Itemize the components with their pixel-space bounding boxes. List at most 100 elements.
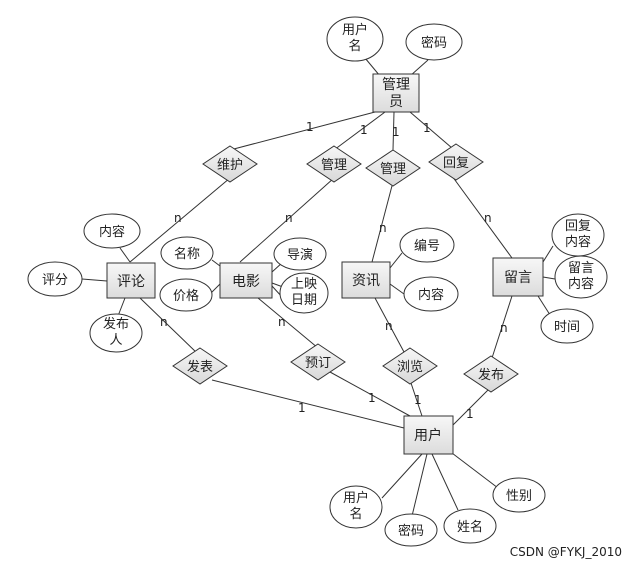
entity-admin: 管理员 [372,73,420,113]
entity-movie-text: 电影 [232,274,260,290]
card-publish-user: 1 [298,401,306,415]
card-publishmsg-user: 1 [466,407,474,421]
attr-review-publisher-line2: 人 [109,333,122,348]
rel-manage-news: 管理 [365,149,421,187]
card-news-browse: n [385,319,393,333]
attr-movie-release-line1: 上映 [291,277,317,292]
attr-user-password-text: 密码 [398,523,424,539]
attr-user-username-line1: 用户 [343,490,369,506]
attr-message-reply-line1: 回复 [565,219,591,234]
entity-admin-line1: 管理 [382,77,410,93]
attr-user-name: 姓名 [443,508,497,544]
card-admin-maintain: 1 [306,120,314,134]
attr-user-username: 用户名 [329,485,383,529]
attr-news-number-text: 编号 [414,239,440,254]
card-message-publish: n [500,321,508,335]
svg-text:上映日期: 上映日期 [291,277,317,308]
card-review-publish: n [160,315,168,329]
card-admin-reply: 1 [423,121,431,135]
attr-movie-release-line2: 日期 [291,293,317,308]
attr-user-name-text: 姓名 [457,519,483,535]
rel-maintain: 维护 [202,145,258,183]
svg-text:用户名: 用户名 [343,490,369,522]
rel-browse-text: 浏览 [397,359,423,375]
attr-admin-password-text: 密码 [421,35,447,51]
svg-text:留言内容: 留言内容 [568,261,594,292]
entity-news-text: 资讯 [352,273,380,289]
entity-news: 资讯 [341,261,391,299]
attr-news-content: 内容 [403,276,459,312]
attr-admin-username: 用户名 [326,16,384,62]
rel-publish-review: 发表 [172,347,228,385]
rel-reply-text: 回复 [443,156,469,171]
attr-movie-price-text: 价格 [173,288,199,304]
attr-message-reply-line2: 内容 [565,234,591,250]
rel-publish-review-text: 发表 [187,359,213,375]
attr-admin-username-line2: 名 [348,38,361,54]
card-movie-order: n [278,315,286,329]
attr-review-publisher: 发布人 [89,313,143,353]
attr-message-reply-content: 回复内容 [551,213,605,257]
rel-manage-movie: 管理 [306,145,362,183]
rel-manage-movie-text: 管理 [321,158,347,173]
attr-admin-password: 密码 [405,23,463,61]
attr-movie-price: 价格 [159,278,213,312]
entity-message-text: 留言 [504,270,532,286]
card-reply-message: n [484,211,492,225]
entity-admin-line2: 员 [389,94,403,110]
entity-review-text: 评论 [117,274,145,290]
entity-movie: 电影 [219,262,273,299]
rel-manage-news-text: 管理 [380,162,406,177]
card-manage-news: n [379,221,387,235]
attr-message-content-line2: 内容 [568,276,594,292]
attr-review-content: 内容 [83,213,141,249]
attr-user-gender: 性别 [492,477,546,513]
attr-movie-director-text: 导演 [287,247,313,263]
attr-movie-release-date: 上映日期 [279,272,329,314]
rel-maintain-text: 维护 [217,158,243,173]
attr-message-content-line1: 留言 [568,261,594,276]
card-maintain-review: n [174,211,182,225]
entity-review: 评论 [106,262,156,299]
attr-message-time-text: 时间 [554,320,580,335]
attr-admin-username-line1: 用户 [342,22,368,38]
card-order-user: 1 [368,391,376,405]
rel-publish-message: 发布 [463,355,519,393]
cardinality-labels: 1 1 1 1 n n n n n n n n 1 1 1 1 [160,120,508,421]
attr-message-content: 留言内容 [554,255,608,299]
attr-review-content-text: 内容 [99,224,125,240]
attr-review-score-text: 评分 [42,273,68,288]
svg-text:回复内容: 回复内容 [565,219,591,250]
attr-user-username-line2: 名 [349,506,362,522]
attr-news-content-text: 内容 [418,287,444,303]
rel-reply: 回复 [428,143,484,181]
relationships: 维护 管理 管理 回复 发表 预订 浏览 发布 [172,143,519,393]
attr-movie-name-text: 名称 [174,246,200,262]
entity-user: 用户 [403,415,454,455]
attr-movie-name: 名称 [160,236,214,270]
rel-order: 预订 [290,343,346,381]
attr-review-score: 评分 [27,261,83,297]
entities: 管理员 评论 电影 资讯 留言 用户 [106,73,544,455]
attr-news-number: 编号 [399,227,455,263]
attr-message-time: 时间 [540,308,594,344]
card-admin-manage-movie: 1 [360,123,368,137]
rel-publish-message-text: 发布 [478,367,504,383]
card-admin-manage-news: 1 [392,125,400,139]
rel-browse: 浏览 [382,347,438,385]
attr-user-gender-text: 性别 [506,489,532,504]
svg-text:发布人: 发布人 [103,316,129,348]
attr-user-password: 密码 [384,513,438,547]
card-browse-user: 1 [414,393,422,407]
attr-movie-director: 导演 [273,237,327,271]
rel-order-text: 预订 [305,356,331,371]
svg-text:用户名: 用户名 [342,22,368,54]
card-manage-movie: n [285,211,293,225]
svg-text:管理员: 管理员 [382,77,410,110]
attr-review-publisher-line1: 发布 [103,316,129,332]
watermark: CSDN @FYKJ_2010 [510,545,622,559]
entity-user-text: 用户 [414,427,442,444]
attributes: 用户名 密码 内容 评分 发布人 名称 价格 导演 [27,16,608,547]
entity-message: 留言 [492,257,544,297]
